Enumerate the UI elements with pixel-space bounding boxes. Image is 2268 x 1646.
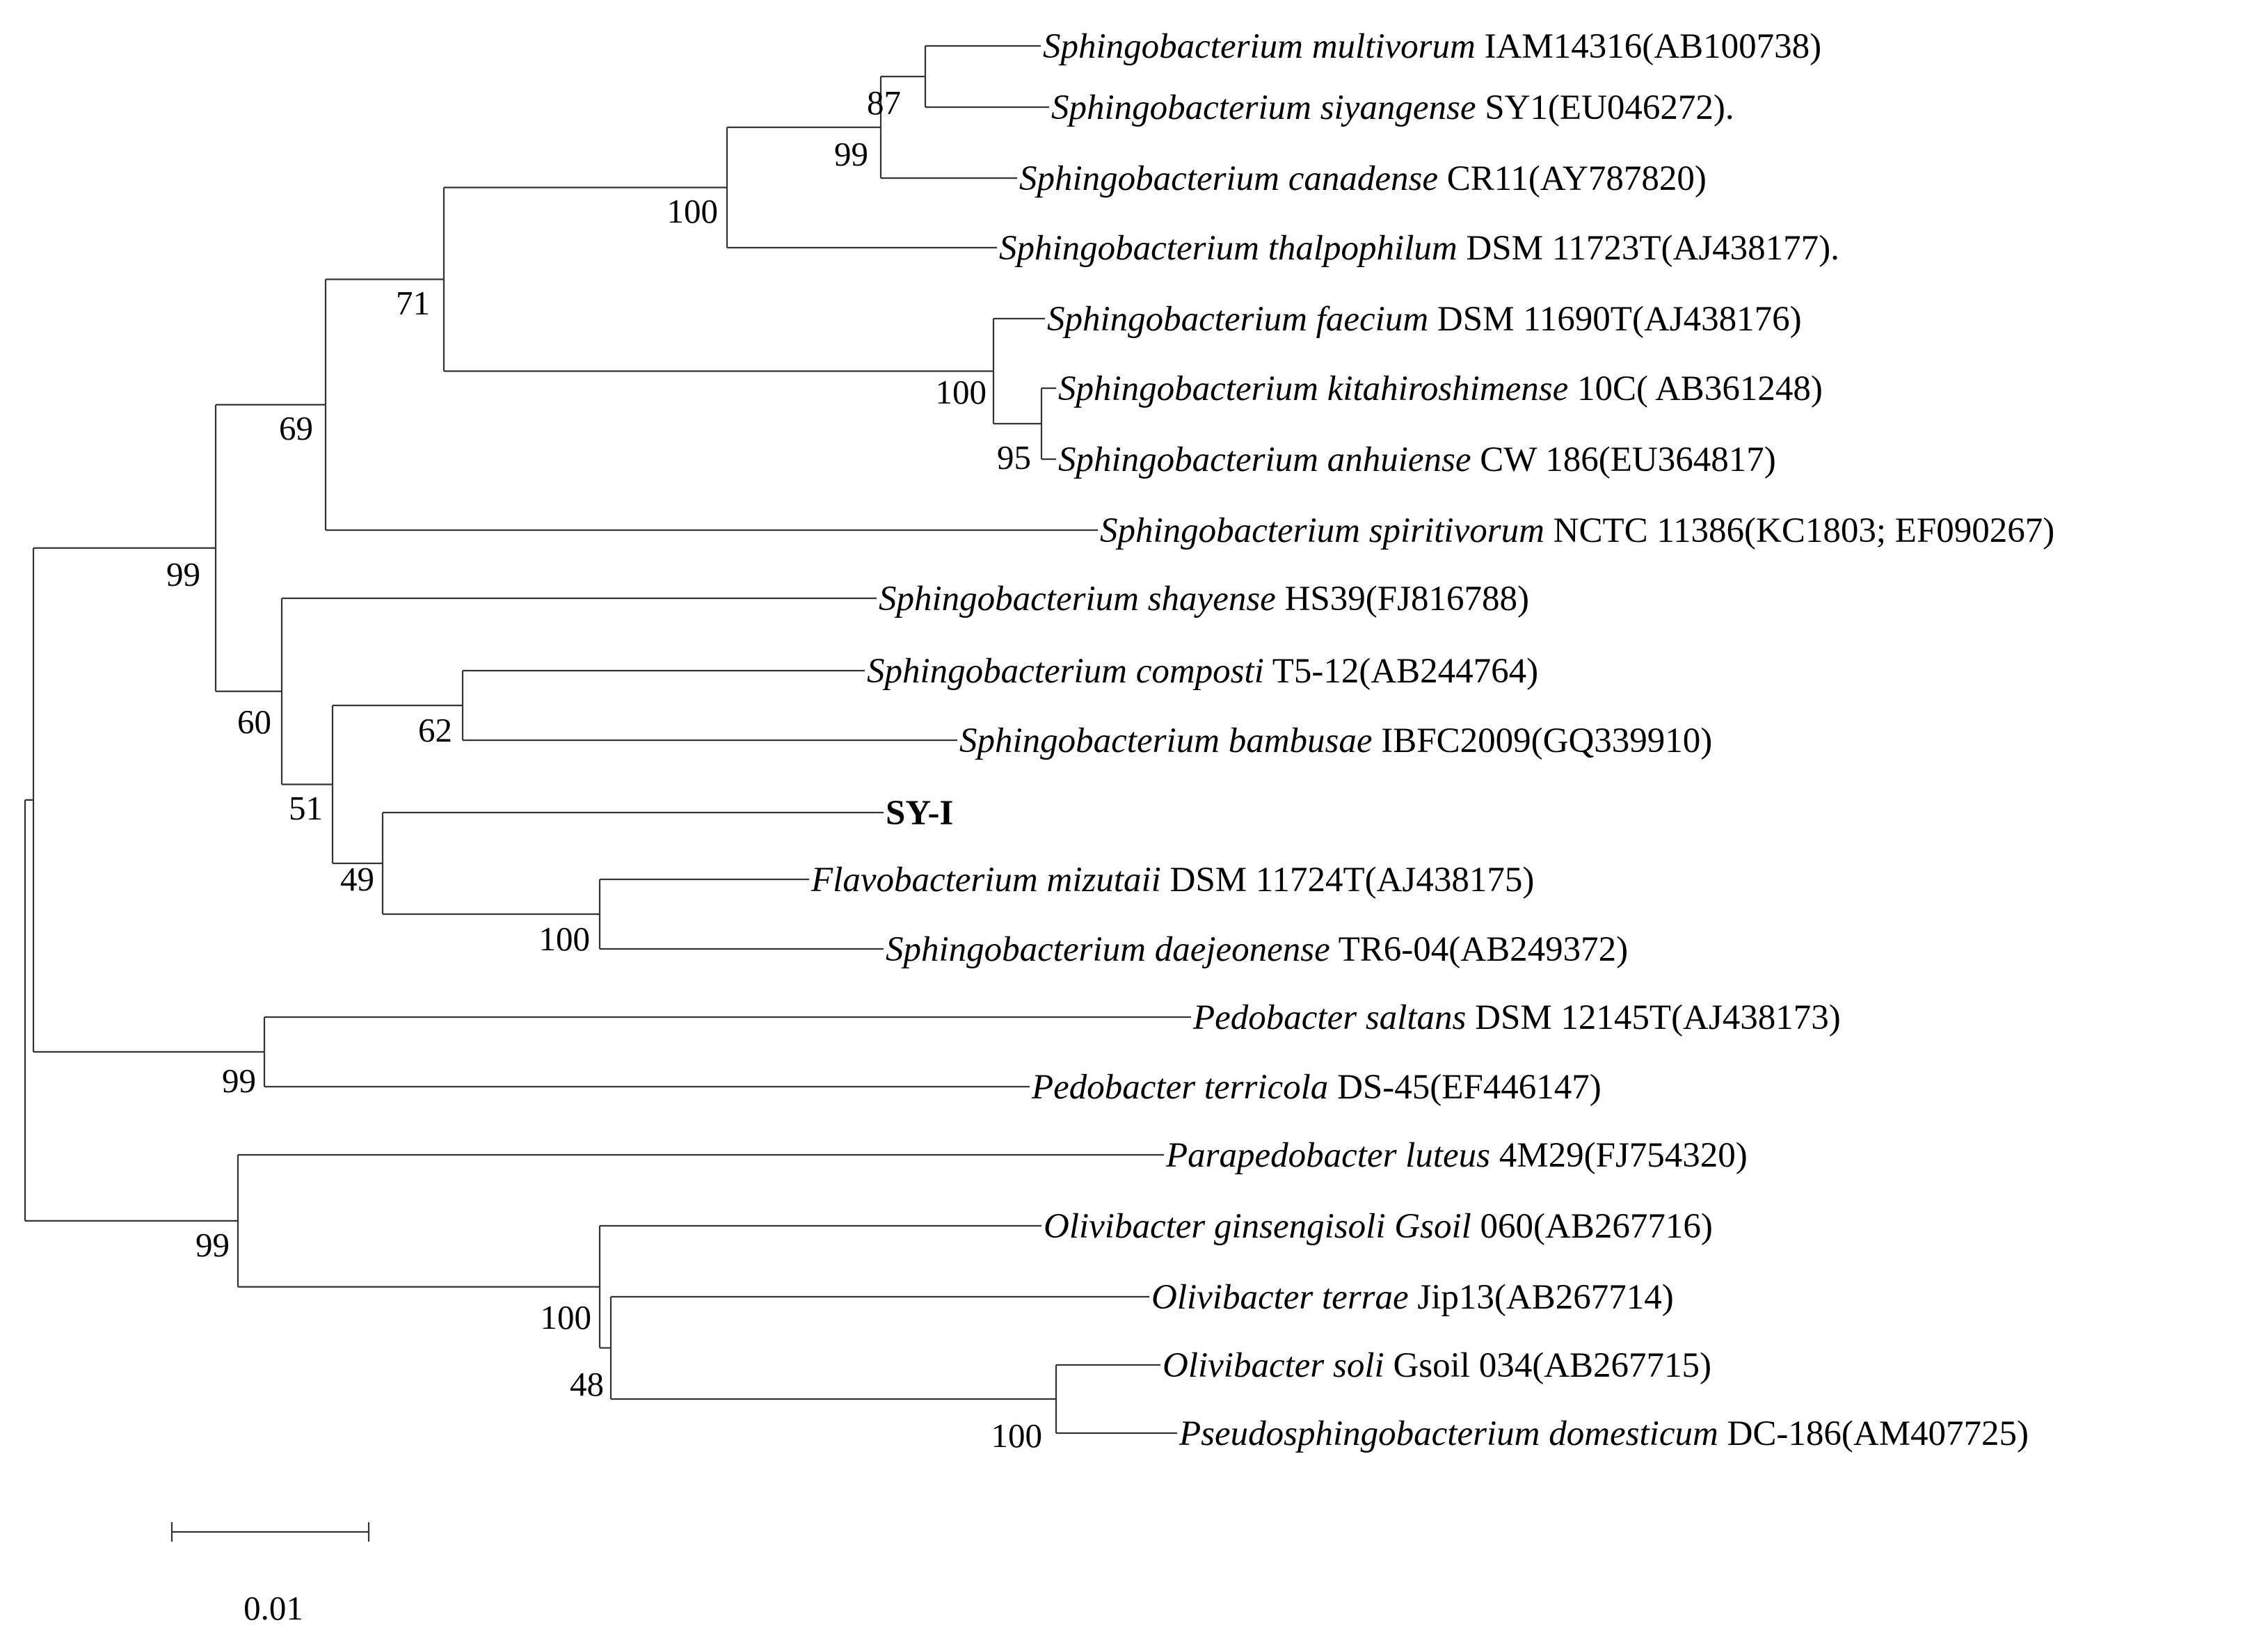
taxon-label-t10: Sphingobacterium composti T5-12(AB244764… (867, 652, 1538, 691)
taxon-strain-accession: DSM 11724T(AJ438175) (1161, 861, 1534, 900)
bootstrap-n99a: 99 (834, 135, 868, 173)
bootstrap-values: 87 99 100 71 100 95 69 99 62 60 51 49 100 99 99 100 48 10… (166, 83, 1042, 1455)
taxon-strain-accession: SY-I (886, 794, 953, 833)
bootstrap-n60: 60 (237, 703, 271, 741)
bootstrap-n100a: 100 (667, 192, 719, 230)
bootstrap-n99c: 99 (222, 1062, 256, 1100)
taxon-strain-accession: DS-45(EF446147) (1328, 1068, 1601, 1107)
taxon-strain-accession: CR11(AY787820) (1438, 159, 1707, 198)
taxon-species-name: Sphingobacterium spiritivorum (1100, 511, 1544, 550)
taxon-label-t4: Sphingobacterium thalpophilum DSM 11723T… (999, 229, 1839, 268)
taxon-label-t16: Pedobacter terricola DS-45(EF446147) (1031, 1068, 1602, 1107)
taxon-strain-accession: T5-12(AB244764) (1264, 652, 1538, 691)
taxon-species-name: Pseudosphingobacterium domesticum (1179, 1414, 1718, 1453)
taxon-strain-accession: DC-186(AM407725) (1718, 1414, 2029, 1453)
bootstrap-n71: 71 (396, 284, 430, 322)
taxon-species-name: Olivibacter soli (1163, 1346, 1384, 1385)
taxon-strain-accession: DSM 11690T(AJ438176) (1428, 300, 1801, 339)
taxon-label-t8: Sphingobacterium spiritivorum NCTC 11386… (1100, 511, 2054, 550)
taxon-strain-accession: CW 186(EU364817) (1471, 440, 1776, 479)
taxon-strain-accession: SY1(EU046272). (1476, 88, 1734, 127)
taxon-species-name: Parapedobacter luteus (1165, 1136, 1490, 1175)
bootstrap-n51: 51 (289, 789, 323, 827)
taxon-labels: Sphingobacterium multivorum IAM14316(AB1… (810, 27, 2054, 1453)
taxon-species-name: Pedobacter terricola (1031, 1068, 1328, 1107)
taxon-label-t7: Sphingobacterium anhuiense CW 186(EU3648… (1058, 440, 1776, 479)
scale-bar: 0.01 (170, 1522, 370, 1627)
taxon-strain-accession: IAM14316(AB100738) (1476, 27, 1821, 66)
taxon-species-name: Sphingobacterium thalpophilum (999, 229, 1458, 268)
taxon-species-name: Olivibacter terrae (1151, 1278, 1409, 1317)
taxon-species-name: Sphingobacterium multivorum (1043, 27, 1476, 66)
taxon-label-t3: Sphingobacterium canadense CR11(AY787820… (1019, 159, 1707, 198)
bootstrap-n100d: 100 (541, 1298, 592, 1336)
taxon-label-t2: Sphingobacterium siyangense SY1(EU046272… (1051, 88, 1734, 127)
taxon-label-t12: SY-I (886, 794, 953, 833)
taxon-strain-accession: NCTC 11386(KC1803; EF090267) (1544, 511, 2054, 550)
bootstrap-n49: 49 (340, 860, 374, 898)
taxon-label-t17: Parapedobacter luteus 4M29(FJ754320) (1165, 1136, 1748, 1175)
taxon-species-name: Sphingobacterium kitahiroshimense (1058, 369, 1568, 408)
taxon-species-name: Sphingobacterium faecium (1047, 300, 1428, 339)
taxon-label-t5: Sphingobacterium faecium DSM 11690T(AJ43… (1047, 300, 1802, 339)
bootstrap-n100b: 100 (936, 373, 987, 411)
bootstrap-n100c: 100 (539, 920, 591, 958)
taxon-species-name: Sphingobacterium bambusae (959, 721, 1373, 760)
bootstrap-n69: 69 (279, 409, 313, 447)
taxon-species-name: Flavobacterium mizutaii (810, 861, 1161, 900)
taxon-label-t9: Sphingobacterium shayense HS39(FJ816788) (879, 580, 1529, 618)
bootstrap-n99d: 99 (195, 1226, 230, 1264)
taxon-label-t14: Sphingobacterium daejeonense TR6-04(AB24… (886, 930, 1628, 969)
taxon-species-name: Olivibacter ginsengisoli Gsoil (1044, 1207, 1471, 1246)
taxon-label-t13: Flavobacterium mizutaii DSM 11724T(AJ438… (810, 861, 1534, 900)
taxon-strain-accession: DSM 12145T(AJ438173) (1466, 998, 1840, 1037)
taxon-strain-accession: DSM 11723T(AJ438177). (1458, 229, 1839, 268)
taxon-label-t15: Pedobacter saltans DSM 12145T(AJ438173) (1192, 998, 1841, 1037)
bootstrap-n95: 95 (997, 438, 1031, 477)
taxon-label-t6: Sphingobacterium kitahiroshimense 10C( A… (1058, 369, 1823, 408)
bootstrap-n99b: 99 (166, 555, 200, 593)
taxon-strain-accession: 060(AB267716) (1471, 1207, 1713, 1246)
taxon-strain-accession: Jip13(AB267714) (1409, 1278, 1674, 1317)
taxon-strain-accession: HS39(FJ816788) (1276, 580, 1529, 618)
taxon-label-t21: Pseudosphingobacterium domesticum DC-186… (1179, 1414, 2029, 1453)
bootstrap-n87: 87 (867, 83, 901, 122)
taxon-label-t11: Sphingobacterium bambusae IBFC2009(GQ339… (959, 721, 1712, 760)
bootstrap-n62: 62 (418, 711, 452, 749)
taxon-species-name: Sphingobacterium composti (867, 652, 1264, 691)
taxon-strain-accession: Gsoil 034(AB267715) (1384, 1346, 1711, 1385)
taxon-strain-accession: 10C( AB361248) (1568, 369, 1823, 408)
taxon-species-name: Sphingobacterium canadense (1019, 159, 1438, 198)
taxon-label-t1: Sphingobacterium multivorum IAM14316(AB1… (1043, 27, 1821, 66)
taxon-strain-accession: IBFC2009(GQ339910) (1373, 721, 1713, 760)
taxon-label-t19: Olivibacter terrae Jip13(AB267714) (1151, 1278, 1674, 1317)
taxon-label-t18: Olivibacter ginsengisoli Gsoil 060(AB267… (1044, 1207, 1713, 1246)
scale-bar-label: 0.01 (243, 1589, 303, 1627)
bootstrap-n48: 48 (570, 1365, 604, 1403)
bootstrap-n100e: 100 (991, 1416, 1043, 1455)
taxon-strain-accession: TR6-04(AB249372) (1330, 930, 1628, 969)
taxon-label-t20: Olivibacter soli Gsoil 034(AB267715) (1163, 1346, 1711, 1385)
taxon-species-name: Pedobacter saltans (1192, 998, 1466, 1037)
taxon-species-name: Sphingobacterium anhuiense (1058, 440, 1471, 479)
tree-branches (24, 45, 1191, 1435)
taxon-species-name: Sphingobacterium siyangense (1051, 88, 1476, 127)
taxon-species-name: Sphingobacterium shayense (879, 580, 1276, 618)
taxon-species-name: Sphingobacterium daejeonense (886, 930, 1330, 969)
taxon-strain-accession: 4M29(FJ754320) (1490, 1136, 1748, 1175)
